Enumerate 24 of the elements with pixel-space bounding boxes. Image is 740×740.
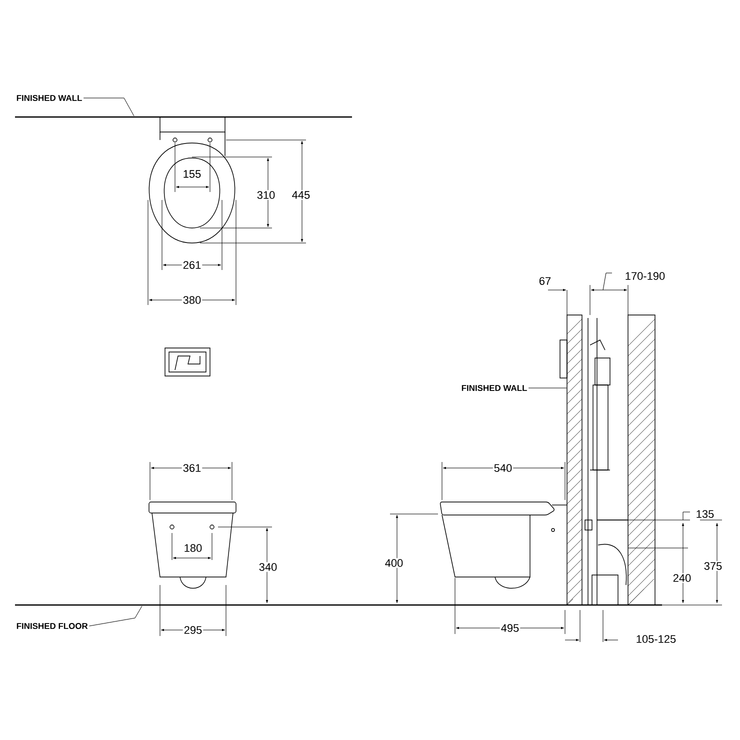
dimension-label: 261 (182, 260, 202, 270)
dimension-label: 180 (182, 543, 204, 553)
dimension-label: 155 (182, 169, 202, 179)
dimension-label: 240 (672, 573, 692, 583)
dimension-label: 135 (694, 509, 716, 519)
leader-line (83, 98, 134, 116)
dimension-label: 340 (258, 562, 278, 572)
wall-label: FINISHED WALL (462, 385, 527, 391)
dimension-label: 361 (182, 463, 202, 473)
leader-line (88, 606, 142, 626)
wall-label: FINISHED WALL (16, 95, 82, 101)
wall-section (566, 314, 582, 606)
dimension-label: 380 (182, 295, 202, 305)
wall-label: FINISHED FLOOR (16, 623, 88, 629)
dimension-label: 375 (702, 561, 724, 571)
dimension-label: 495 (500, 623, 520, 633)
dimension-label: 67 (538, 276, 552, 286)
dimension-label: 295 (182, 625, 204, 635)
dimension-label: 445 (290, 190, 312, 200)
dimension-label: 170-190 (624, 271, 666, 281)
dimension-label: 540 (492, 463, 514, 473)
dimension-label: 400 (384, 558, 404, 568)
dimension-label: 105-125 (634, 634, 678, 644)
dimension-label: 310 (256, 190, 276, 200)
